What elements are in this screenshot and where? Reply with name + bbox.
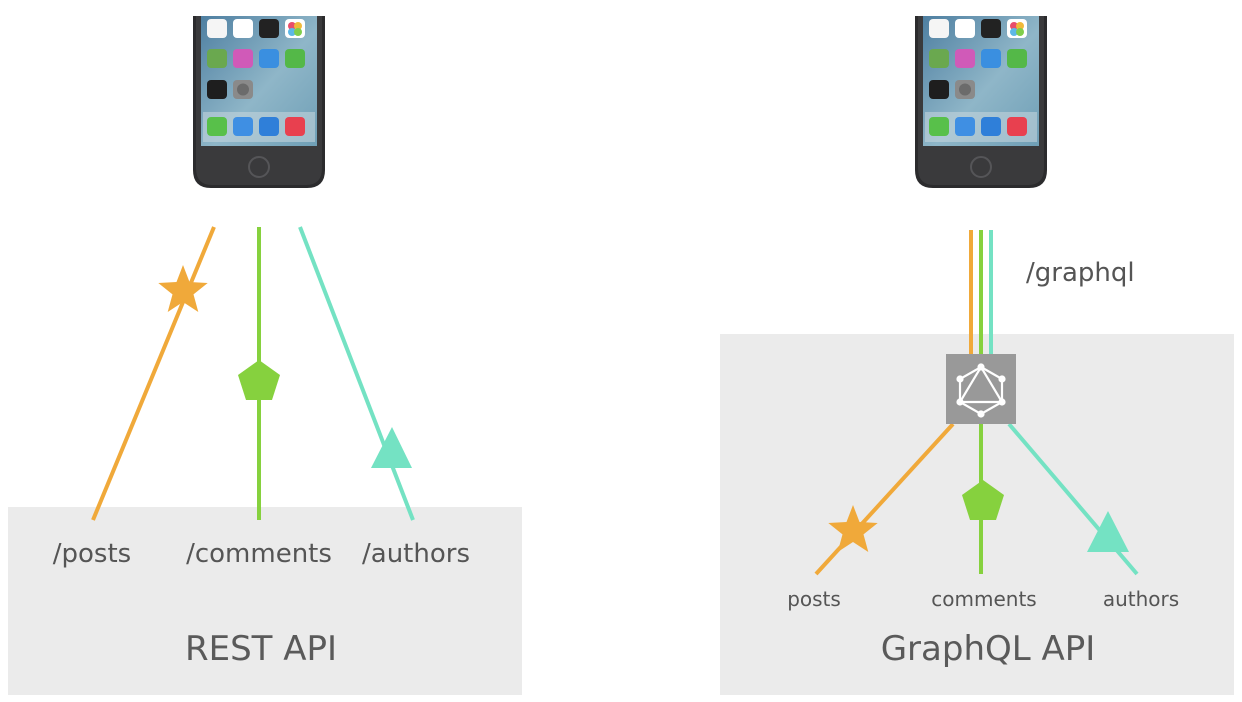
graphql-section: /graphql po bbox=[720, 15, 1234, 695]
rest-section: /posts /comments /authors REST API bbox=[8, 15, 522, 695]
graphql-authors-triangle-icon bbox=[1087, 511, 1129, 552]
rest-authors-triangle-icon bbox=[371, 427, 412, 468]
graphql-field-comments: comments bbox=[931, 587, 1036, 611]
rest-comments-pentagon-icon bbox=[238, 360, 280, 400]
graphql-field-posts: posts bbox=[787, 587, 841, 611]
graphql-field-authors: authors bbox=[1103, 587, 1179, 611]
rest-phone-icon bbox=[192, 15, 326, 189]
graphql-phone-icon bbox=[914, 15, 1048, 189]
rest-api-panel bbox=[8, 507, 522, 695]
rest-endpoint-authors: /authors bbox=[362, 539, 470, 569]
rest-endpoint-comments: /comments bbox=[186, 539, 332, 569]
graphql-api-title: GraphQL API bbox=[881, 629, 1096, 669]
rest-posts-connection bbox=[91, 226, 216, 521]
rest-authors-connection bbox=[298, 226, 415, 521]
graphql-endpoint-label: /graphql bbox=[1026, 258, 1135, 288]
graphql-logo-icon bbox=[946, 354, 1016, 424]
rest-api-title: REST API bbox=[185, 629, 337, 669]
rest-endpoint-posts: /posts bbox=[53, 539, 131, 569]
